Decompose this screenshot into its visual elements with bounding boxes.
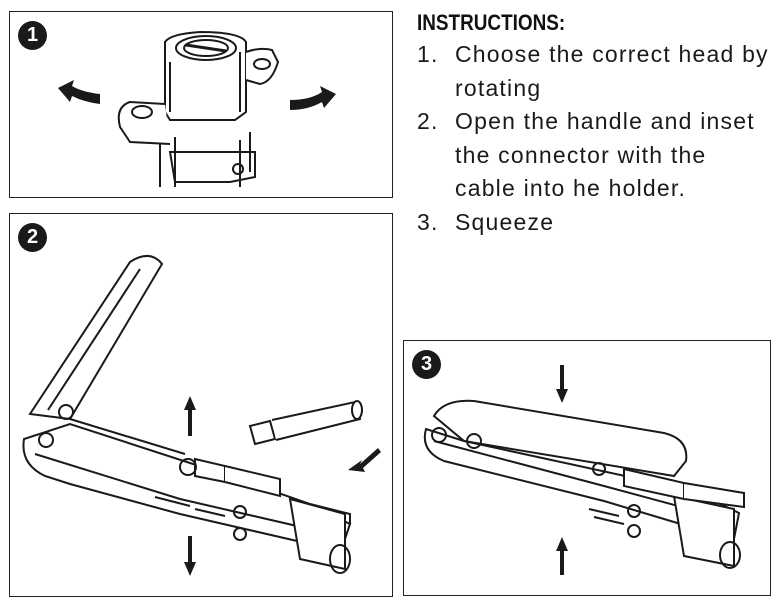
insert-arrow-icon [348,448,381,472]
step-text: Choose the correct head by rotating [455,41,769,101]
step-1-badge: 1 [18,21,47,50]
squeeze-up-arrow-icon [556,537,568,575]
step-3-panel: 3 [403,340,771,596]
instructions-title: INSTRUCTIONS: [417,10,566,35]
step-number: 2. [417,108,439,134]
rotating-head-illustration [58,30,336,187]
rotate-right-arrow-icon [290,86,336,110]
squeeze-illustration [423,365,745,575]
rotate-left-arrow-icon [58,80,100,104]
step-number: 3. [417,208,439,235]
step-text: Open the handle and inset the connector … [455,108,755,201]
step-2-panel: 2 [9,213,393,597]
step-2-badge: 2 [18,223,47,252]
instruction-step: 3. Squeeze [417,206,772,240]
step-3-badge: 3 [412,350,441,379]
step-number: 1. [417,41,439,67]
instruction-step: 2. Open the handle and inset the connecto… [417,105,772,206]
step-1-panel: 1 [9,11,393,198]
squeeze-down-arrow-icon [556,365,568,403]
step-text: Squeeze [455,208,555,235]
rotate-arrows [58,80,336,110]
open-down-arrow-icon [184,536,196,576]
instructions-block: INSTRUCTIONS: 1. Choose the correct head … [417,10,772,239]
instruction-step: 1. Choose the correct head by rotating [417,38,772,105]
insert-connector-illustration [22,255,381,576]
open-up-arrow-icon [184,396,196,436]
